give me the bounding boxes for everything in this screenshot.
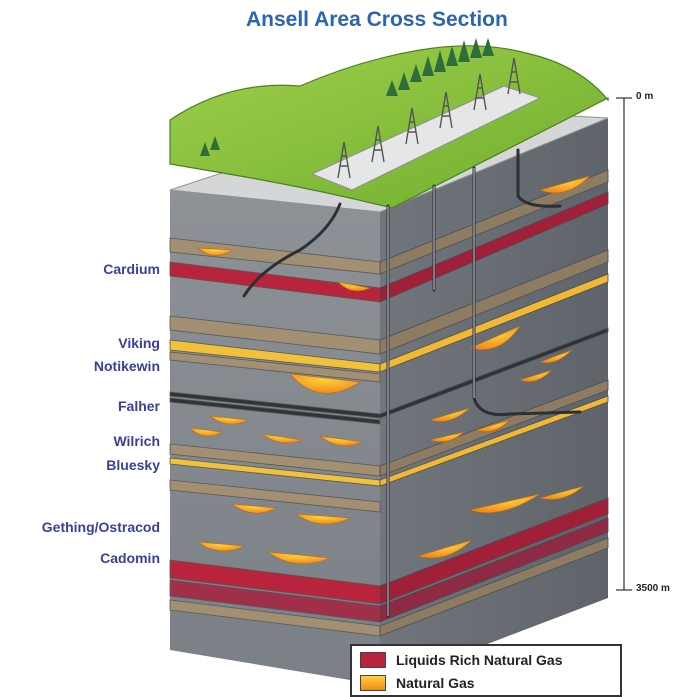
formation-label-gething-ostracod: Gething/Ostracod	[41, 519, 160, 535]
legend-item-liquids: Liquids Rich Natural Gas	[360, 650, 562, 670]
front-strata	[169, 237, 381, 637]
legend: Liquids Rich Natural Gas Natural Gas	[350, 644, 622, 697]
formation-label-cadomin: Cadomin	[100, 550, 160, 566]
legend-item-natural-gas: Natural Gas	[360, 673, 475, 693]
formation-label-notikewin: Notikewin	[93, 358, 160, 374]
wellbores-highlight	[387, 168, 475, 616]
legend-swatch-natural-gas	[360, 675, 386, 691]
well-pad	[310, 85, 542, 191]
formation-label-bluesky: Bluesky	[106, 457, 160, 473]
diagram-title: Ansell Area Cross Section	[246, 8, 508, 31]
tree-cluster	[200, 38, 494, 156]
legend-label-liquids: Liquids Rich Natural Gas	[396, 652, 563, 668]
depth-label-top: 0 m	[636, 91, 654, 102]
formation-label-falher: Falher	[117, 398, 160, 414]
depth-scale	[616, 97, 632, 591]
grass-surface	[169, 45, 609, 209]
natural-gas-lenses	[189, 175, 592, 565]
formation-label-viking: Viking	[118, 335, 160, 351]
formation-label-wilrich: Wilrich	[113, 433, 160, 449]
formation-label-cardium: Cardium	[103, 261, 160, 277]
legend-label-natural-gas: Natural Gas	[396, 675, 475, 691]
depth-label-bottom: 3500 m	[636, 583, 670, 594]
derrick-icons	[337, 57, 521, 179]
legend-swatch-liquids	[360, 652, 386, 668]
